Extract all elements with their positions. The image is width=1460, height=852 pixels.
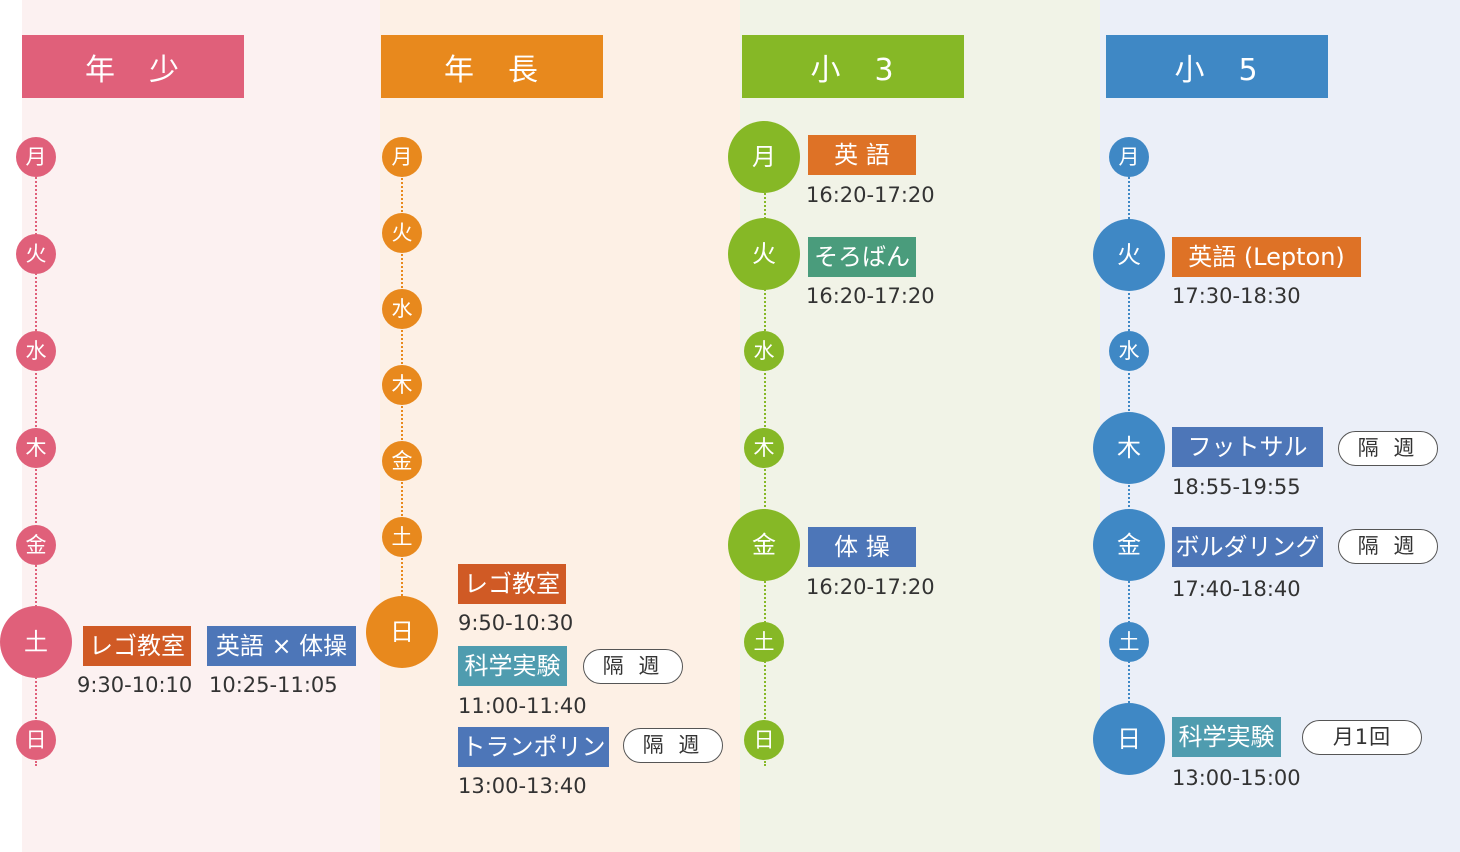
day-fri: 金 — [1093, 509, 1165, 581]
activity-tag: 英 語 — [808, 135, 916, 175]
activity-tag: フットサル — [1172, 427, 1323, 467]
day-sat: 土 — [1109, 622, 1149, 662]
activity-time: 10:25-11:05 — [209, 673, 338, 697]
activity-tag: 科学実験 — [458, 646, 567, 686]
activity-time: 13:00-13:40 — [458, 774, 587, 798]
column-bg-sho5 — [1100, 0, 1460, 852]
activity-tag: レゴ教室 — [83, 626, 191, 666]
day-wed: 水 — [744, 331, 784, 371]
day-tue: 火 — [16, 234, 56, 274]
column-header-sho3: 小 3 — [742, 35, 964, 98]
day-sat: 土 — [0, 606, 72, 678]
activity-time: 16:20-17:20 — [806, 575, 935, 599]
day-tue: 火 — [382, 213, 422, 253]
day-sun: 日 — [366, 596, 438, 668]
day-fri: 金 — [16, 525, 56, 565]
column-header-nencho: 年 長 — [381, 35, 603, 98]
column-header-nensho: 年 少 — [22, 35, 244, 98]
activity-time: 18:55-19:55 — [1172, 475, 1301, 499]
activity-tag: 科学実験 — [1172, 717, 1281, 757]
activity-tag: 体 操 — [808, 527, 916, 567]
frequency-badge: 月1回 — [1302, 720, 1422, 755]
day-tue: 火 — [1093, 219, 1165, 291]
frequency-badge: 隔 週 — [1338, 529, 1438, 564]
day-thu: 木 — [1093, 412, 1165, 484]
column-bg-nensho — [22, 0, 380, 852]
activity-time: 17:40-18:40 — [1172, 577, 1301, 601]
activity-tag: 英語 (Lepton) — [1172, 237, 1361, 277]
day-sat: 土 — [382, 517, 422, 557]
day-fri: 金 — [728, 509, 800, 581]
activity-tag: 英語 × 体操 — [207, 626, 356, 666]
frequency-badge: 隔 週 — [623, 728, 723, 763]
frequency-badge: 隔 週 — [1338, 431, 1438, 466]
day-mon: 月 — [728, 121, 800, 193]
day-mon: 月 — [1109, 137, 1149, 177]
day-sat: 土 — [744, 622, 784, 662]
frequency-badge: 隔 週 — [583, 649, 683, 684]
day-sun: 日 — [1093, 703, 1165, 775]
day-mon: 月 — [16, 137, 56, 177]
day-mon: 月 — [382, 137, 422, 177]
activity-time: 9:30-10:10 — [77, 673, 193, 697]
day-sun: 日 — [16, 720, 56, 760]
activity-tag: ボルダリング — [1172, 527, 1323, 567]
day-thu: 木 — [382, 365, 422, 405]
day-wed: 水 — [16, 331, 56, 371]
activity-time: 13:00-15:00 — [1172, 766, 1301, 790]
activity-tag: そろばん — [808, 237, 916, 277]
activity-time: 11:00-11:40 — [458, 694, 587, 718]
activity-tag: レゴ教室 — [458, 564, 566, 604]
activity-time: 16:20-17:20 — [806, 284, 935, 308]
activity-time: 17:30-18:30 — [1172, 284, 1301, 308]
column-bg-nencho — [380, 0, 740, 852]
activity-tag: トランポリン — [458, 727, 609, 767]
activity-time: 9:50-10:30 — [458, 611, 574, 635]
day-wed: 水 — [382, 289, 422, 329]
day-thu: 木 — [744, 428, 784, 468]
day-tue: 火 — [728, 218, 800, 290]
column-bg-sho3 — [740, 0, 1100, 852]
day-wed: 水 — [1109, 331, 1149, 371]
day-sun: 日 — [744, 720, 784, 760]
day-thu: 木 — [16, 428, 56, 468]
column-header-sho5: 小 5 — [1106, 35, 1328, 98]
activity-time: 16:20-17:20 — [806, 183, 935, 207]
day-fri: 金 — [382, 441, 422, 481]
